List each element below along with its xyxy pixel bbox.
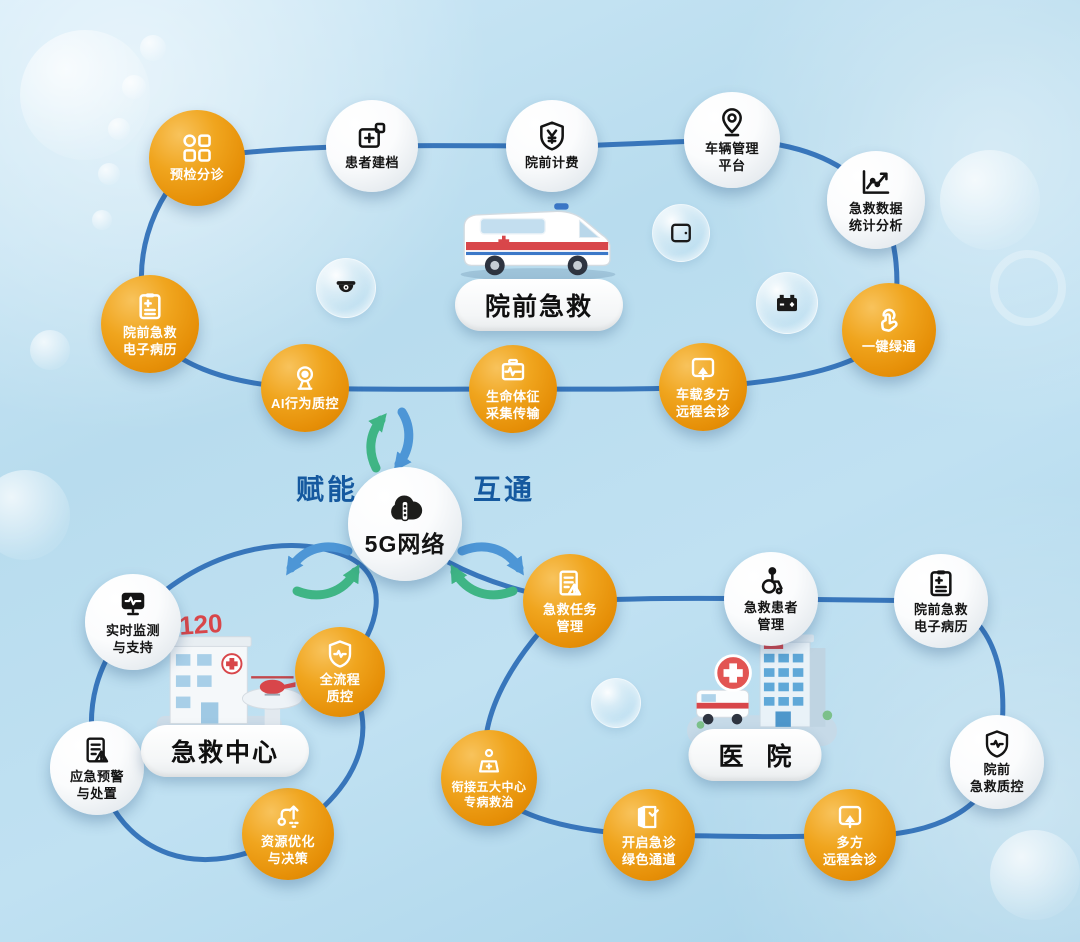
node-label: 生命体征 采集传输 <box>485 389 540 421</box>
node-label: 实时监测 与支持 <box>105 623 160 655</box>
clipboard-icon <box>925 567 957 599</box>
node-ems-task-mgmt: 急救任务 管理 <box>523 554 617 648</box>
node-label: 衔接五大中心 专病救治 <box>451 779 527 809</box>
plain-bubble <box>591 678 641 728</box>
building-120-text: 120 <box>178 608 223 641</box>
node-prehospital-billing: 院前计费 <box>506 100 598 192</box>
node-label: 院前 急救质控 <box>969 762 1024 794</box>
shield-wave-icon <box>982 729 1012 759</box>
node-label: AI行为质控 <box>270 396 339 412</box>
node-vehicle-consult: 车载多方 远程会诊 <box>659 343 747 431</box>
node-vehicle-platform: 车辆管理 平台 <box>684 92 780 188</box>
ambulance-illustration <box>448 190 628 290</box>
funeng-text: 赋能 <box>295 474 359 505</box>
patient-file-icon <box>356 120 388 152</box>
triage-grid-icon <box>181 132 213 164</box>
node-ems-patient-mgmt: 急救患者 管理 <box>724 552 818 646</box>
car-battery-icon <box>777 294 797 312</box>
exchange-arrows-right <box>450 542 524 600</box>
node-label: 患者建档 <box>344 155 399 171</box>
group-label-ems-center: 急救中心 <box>140 725 310 777</box>
node-label: 车载多方 远程会诊 <box>675 387 730 419</box>
map-pin-icon <box>716 106 748 138</box>
node-five-centers: 衔接五大中心 专病救治 <box>441 730 537 826</box>
dome-camera-icon <box>336 281 356 293</box>
wheelchair-icon <box>755 565 787 597</box>
first-aid-icon <box>474 747 504 777</box>
node-label: 开启急诊 绿色通道 <box>621 835 676 867</box>
node-prehospital-qc: 院前 急救质控 <box>950 715 1044 809</box>
node-label: 应急预警 与处置 <box>69 769 124 801</box>
tablet-icon <box>671 223 691 243</box>
node-label: 急救数据 统计分析 <box>848 201 903 233</box>
node-ems-data-analysis: 急救数据 统计分析 <box>827 151 925 249</box>
vitals-monitor-icon <box>498 356 528 386</box>
node-full-process-qc: 全流程 质控 <box>295 627 385 717</box>
cloud-5g-icon <box>382 489 428 527</box>
node-label: 预检分诊 <box>169 167 224 183</box>
node-label: 院前计费 <box>524 155 579 171</box>
group-label-text: 院前急救 <box>484 293 594 321</box>
node-label: 多方 远程会诊 <box>822 835 877 867</box>
node-patient-archive: 患者建档 <box>326 100 418 192</box>
node-label: 院前急救 电子病历 <box>122 325 177 357</box>
screen-cast-icon <box>835 802 865 832</box>
group-label-prehospital: 院前急救 <box>454 279 624 331</box>
node-emergency-warning: 应急预警 与处置 <box>50 721 144 815</box>
shield-wave-icon <box>325 639 355 669</box>
node-multi-consult: 多方 远程会诊 <box>804 789 896 881</box>
monitor-wave-icon <box>117 588 149 620</box>
clipboard-icon <box>134 290 166 322</box>
battery-bubble <box>756 272 818 334</box>
node-one-key-green: 一键绿通 <box>842 283 936 377</box>
ems-center-building-illustration: 120 <box>151 604 306 744</box>
node-label: 一键绿通 <box>861 339 916 355</box>
tap-hand-icon <box>873 304 905 336</box>
node-realtime-monitor: 实时监测 与支持 <box>85 574 181 670</box>
door-check-icon <box>634 802 664 832</box>
trend-chart-icon <box>860 166 892 198</box>
node-vital-signs: 生命体征 采集传输 <box>469 345 557 433</box>
exchange-arrows-top <box>366 407 414 473</box>
node-resource-optimize: 资源优化 与决策 <box>242 788 334 880</box>
node-label: 急救任务 管理 <box>542 602 597 634</box>
camera-bubble <box>316 258 376 318</box>
hutong-text: 互通 <box>472 474 536 505</box>
group-label-hospital: 医 院 <box>688 729 822 781</box>
tablet-bubble <box>652 204 710 262</box>
node-label: 全流程 质控 <box>319 672 361 704</box>
node-prehospital-emr-right: 院前急救 电子病历 <box>894 554 988 648</box>
node-label: 急救患者 管理 <box>743 600 798 632</box>
exchange-arrows-left <box>286 542 360 600</box>
route-decision-icon <box>273 801 303 831</box>
node-label: 院前急救 电子病历 <box>913 602 968 634</box>
node-prehospital-emr-left: 院前急救 电子病历 <box>101 275 199 373</box>
shield-yuan-icon <box>536 120 568 152</box>
doc-alert-icon <box>81 734 113 766</box>
node-label: 5G网络 <box>364 531 446 558</box>
node-label: 资源优化 与决策 <box>260 834 315 866</box>
node-triage: 预检分诊 <box>149 110 245 206</box>
group-label-text: 急救中心 <box>170 739 280 767</box>
node-label: 车辆管理 平台 <box>704 141 759 173</box>
screen-cast-icon <box>688 354 718 384</box>
doc-alert-icon <box>554 567 586 599</box>
node-5g-network: 5G网络 <box>348 467 462 581</box>
webcam-icon <box>290 363 320 393</box>
node-green-channel: 开启急诊 绿色通道 <box>603 789 695 881</box>
group-label-text: 医 院 <box>718 743 800 771</box>
node-ai-behavior-qc: AI行为质控 <box>261 344 349 432</box>
